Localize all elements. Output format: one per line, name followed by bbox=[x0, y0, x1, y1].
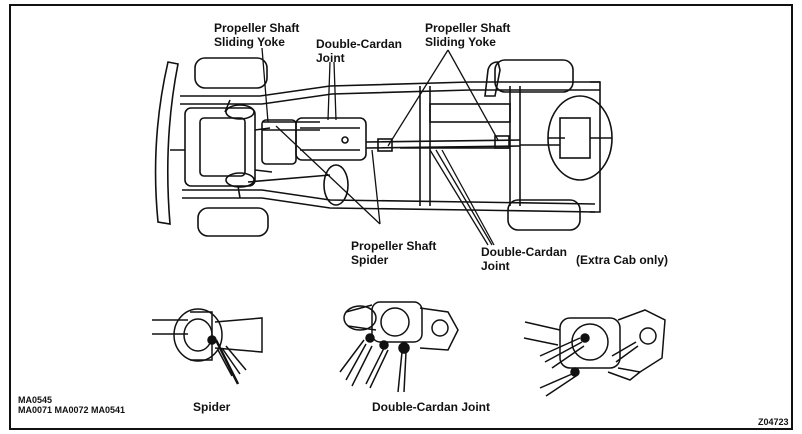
rear-left-wheel bbox=[494, 59, 574, 93]
label-detail-double-cardan: Double-Cardan Joint bbox=[372, 400, 491, 414]
label-line: Double-Cardan bbox=[316, 37, 403, 51]
label-line: Propeller Shaft bbox=[351, 239, 437, 253]
label-line: Sliding Yoke bbox=[425, 35, 496, 49]
front-right-wheel bbox=[197, 207, 269, 237]
label-line: Propeller Shaft bbox=[425, 21, 511, 35]
detail-spider-drawing bbox=[152, 308, 263, 385]
code-line-2: MA0071 MA0072 MA0541 bbox=[18, 405, 126, 415]
label-prop-shaft-spider: Propeller Shaft Spider bbox=[351, 239, 436, 267]
figure-id: Z04723 bbox=[758, 417, 789, 427]
figure-frame bbox=[9, 4, 793, 430]
code-block: MA0545 MA0071 MA0072 MA0541 bbox=[18, 395, 125, 415]
label-line: Joint bbox=[481, 259, 510, 273]
label-line: Sliding Yoke bbox=[214, 35, 285, 49]
label-line: Propeller Shaft bbox=[214, 21, 300, 35]
label-detail-spider: Spider bbox=[193, 400, 231, 414]
leader-lines bbox=[261, 47, 499, 246]
front-left-wheel bbox=[194, 57, 268, 89]
rear-right-wheel bbox=[507, 199, 581, 231]
label-prop-shaft-sliding-yoke-left: Propeller Shaft Sliding Yoke bbox=[214, 21, 299, 49]
detail-right-joint-drawing bbox=[523, 309, 666, 397]
label-double-cardan-joint-top: Double-Cardan Joint bbox=[316, 37, 402, 65]
chassis-drawing bbox=[154, 57, 613, 237]
label-double-cardan-joint-mid: Double-Cardan Joint bbox=[481, 245, 567, 273]
label-line: Joint bbox=[316, 51, 345, 65]
label-line: Double-Cardan bbox=[481, 245, 568, 259]
label-line: Spider bbox=[351, 253, 389, 267]
label-prop-shaft-sliding-yoke-right: Propeller Shaft Sliding Yoke bbox=[425, 21, 510, 49]
label-extra-cab-note: (Extra Cab only) bbox=[576, 253, 669, 267]
code-line-1: MA0545 bbox=[18, 395, 53, 405]
detail-double-cardan-drawing bbox=[339, 301, 459, 393]
